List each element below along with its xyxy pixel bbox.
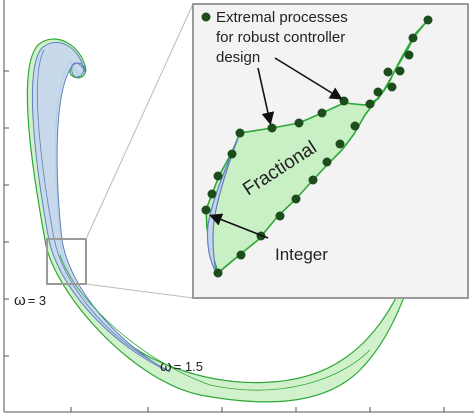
extremal-point bbox=[335, 139, 345, 149]
extremal-point bbox=[227, 149, 237, 159]
extremal-point bbox=[383, 67, 393, 77]
extremal-point bbox=[350, 121, 360, 131]
legend-text-line1: Extremal processes bbox=[216, 9, 348, 26]
axes bbox=[3, 0, 474, 413]
extremal-point bbox=[207, 189, 217, 199]
zoom-connector-bottom bbox=[85, 283, 194, 299]
extremal-point bbox=[404, 50, 414, 60]
extremal-point bbox=[267, 123, 277, 133]
zoom-region-box bbox=[46, 238, 87, 285]
inset-panel: Extremal processes for robust controller… bbox=[192, 3, 469, 299]
extremal-point bbox=[322, 157, 332, 167]
integer-inner-curve bbox=[37, 49, 151, 361]
omega-1.5-label: ω= 1.5 bbox=[160, 358, 203, 375]
extremal-point bbox=[213, 171, 223, 181]
integer-label: Integer bbox=[275, 245, 328, 264]
extremal-point bbox=[275, 211, 285, 221]
integer-arrow bbox=[209, 213, 269, 239]
extremal-point bbox=[308, 175, 318, 185]
extremal-point bbox=[235, 128, 245, 138]
omega-1.5-symbol: ω bbox=[160, 358, 172, 375]
extremal-point bbox=[423, 15, 433, 25]
extremal-point bbox=[365, 99, 375, 109]
legend-text-line3: design bbox=[216, 49, 260, 66]
legend-arrow-2 bbox=[274, 57, 343, 100]
extremal-points bbox=[201, 15, 433, 278]
extremal-point bbox=[236, 250, 246, 260]
extremal-point bbox=[294, 118, 304, 128]
integer-band bbox=[31, 42, 171, 373]
extremal-point bbox=[339, 96, 349, 106]
zoom-connector-top bbox=[85, 3, 194, 240]
extremal-point bbox=[291, 194, 301, 204]
omega-3-symbol: ω bbox=[14, 292, 26, 309]
extremal-point bbox=[201, 205, 211, 215]
extremal-point bbox=[213, 268, 223, 278]
fractional-inner-curve bbox=[59, 254, 371, 391]
extremal-point bbox=[317, 108, 327, 118]
extremal-point bbox=[408, 33, 418, 43]
omega-3-value: = 3 bbox=[28, 293, 46, 308]
omega-3-label: ω= 3 bbox=[14, 292, 46, 309]
legend-arrow-1 bbox=[257, 67, 275, 126]
extremal-point bbox=[387, 82, 397, 92]
omega-1.5-value: = 1.5 bbox=[174, 359, 203, 374]
extremal-point bbox=[373, 87, 383, 97]
legend-text-line2: for robust controller bbox=[216, 29, 345, 46]
legend-marker bbox=[201, 12, 211, 22]
extremal-point bbox=[395, 66, 405, 76]
